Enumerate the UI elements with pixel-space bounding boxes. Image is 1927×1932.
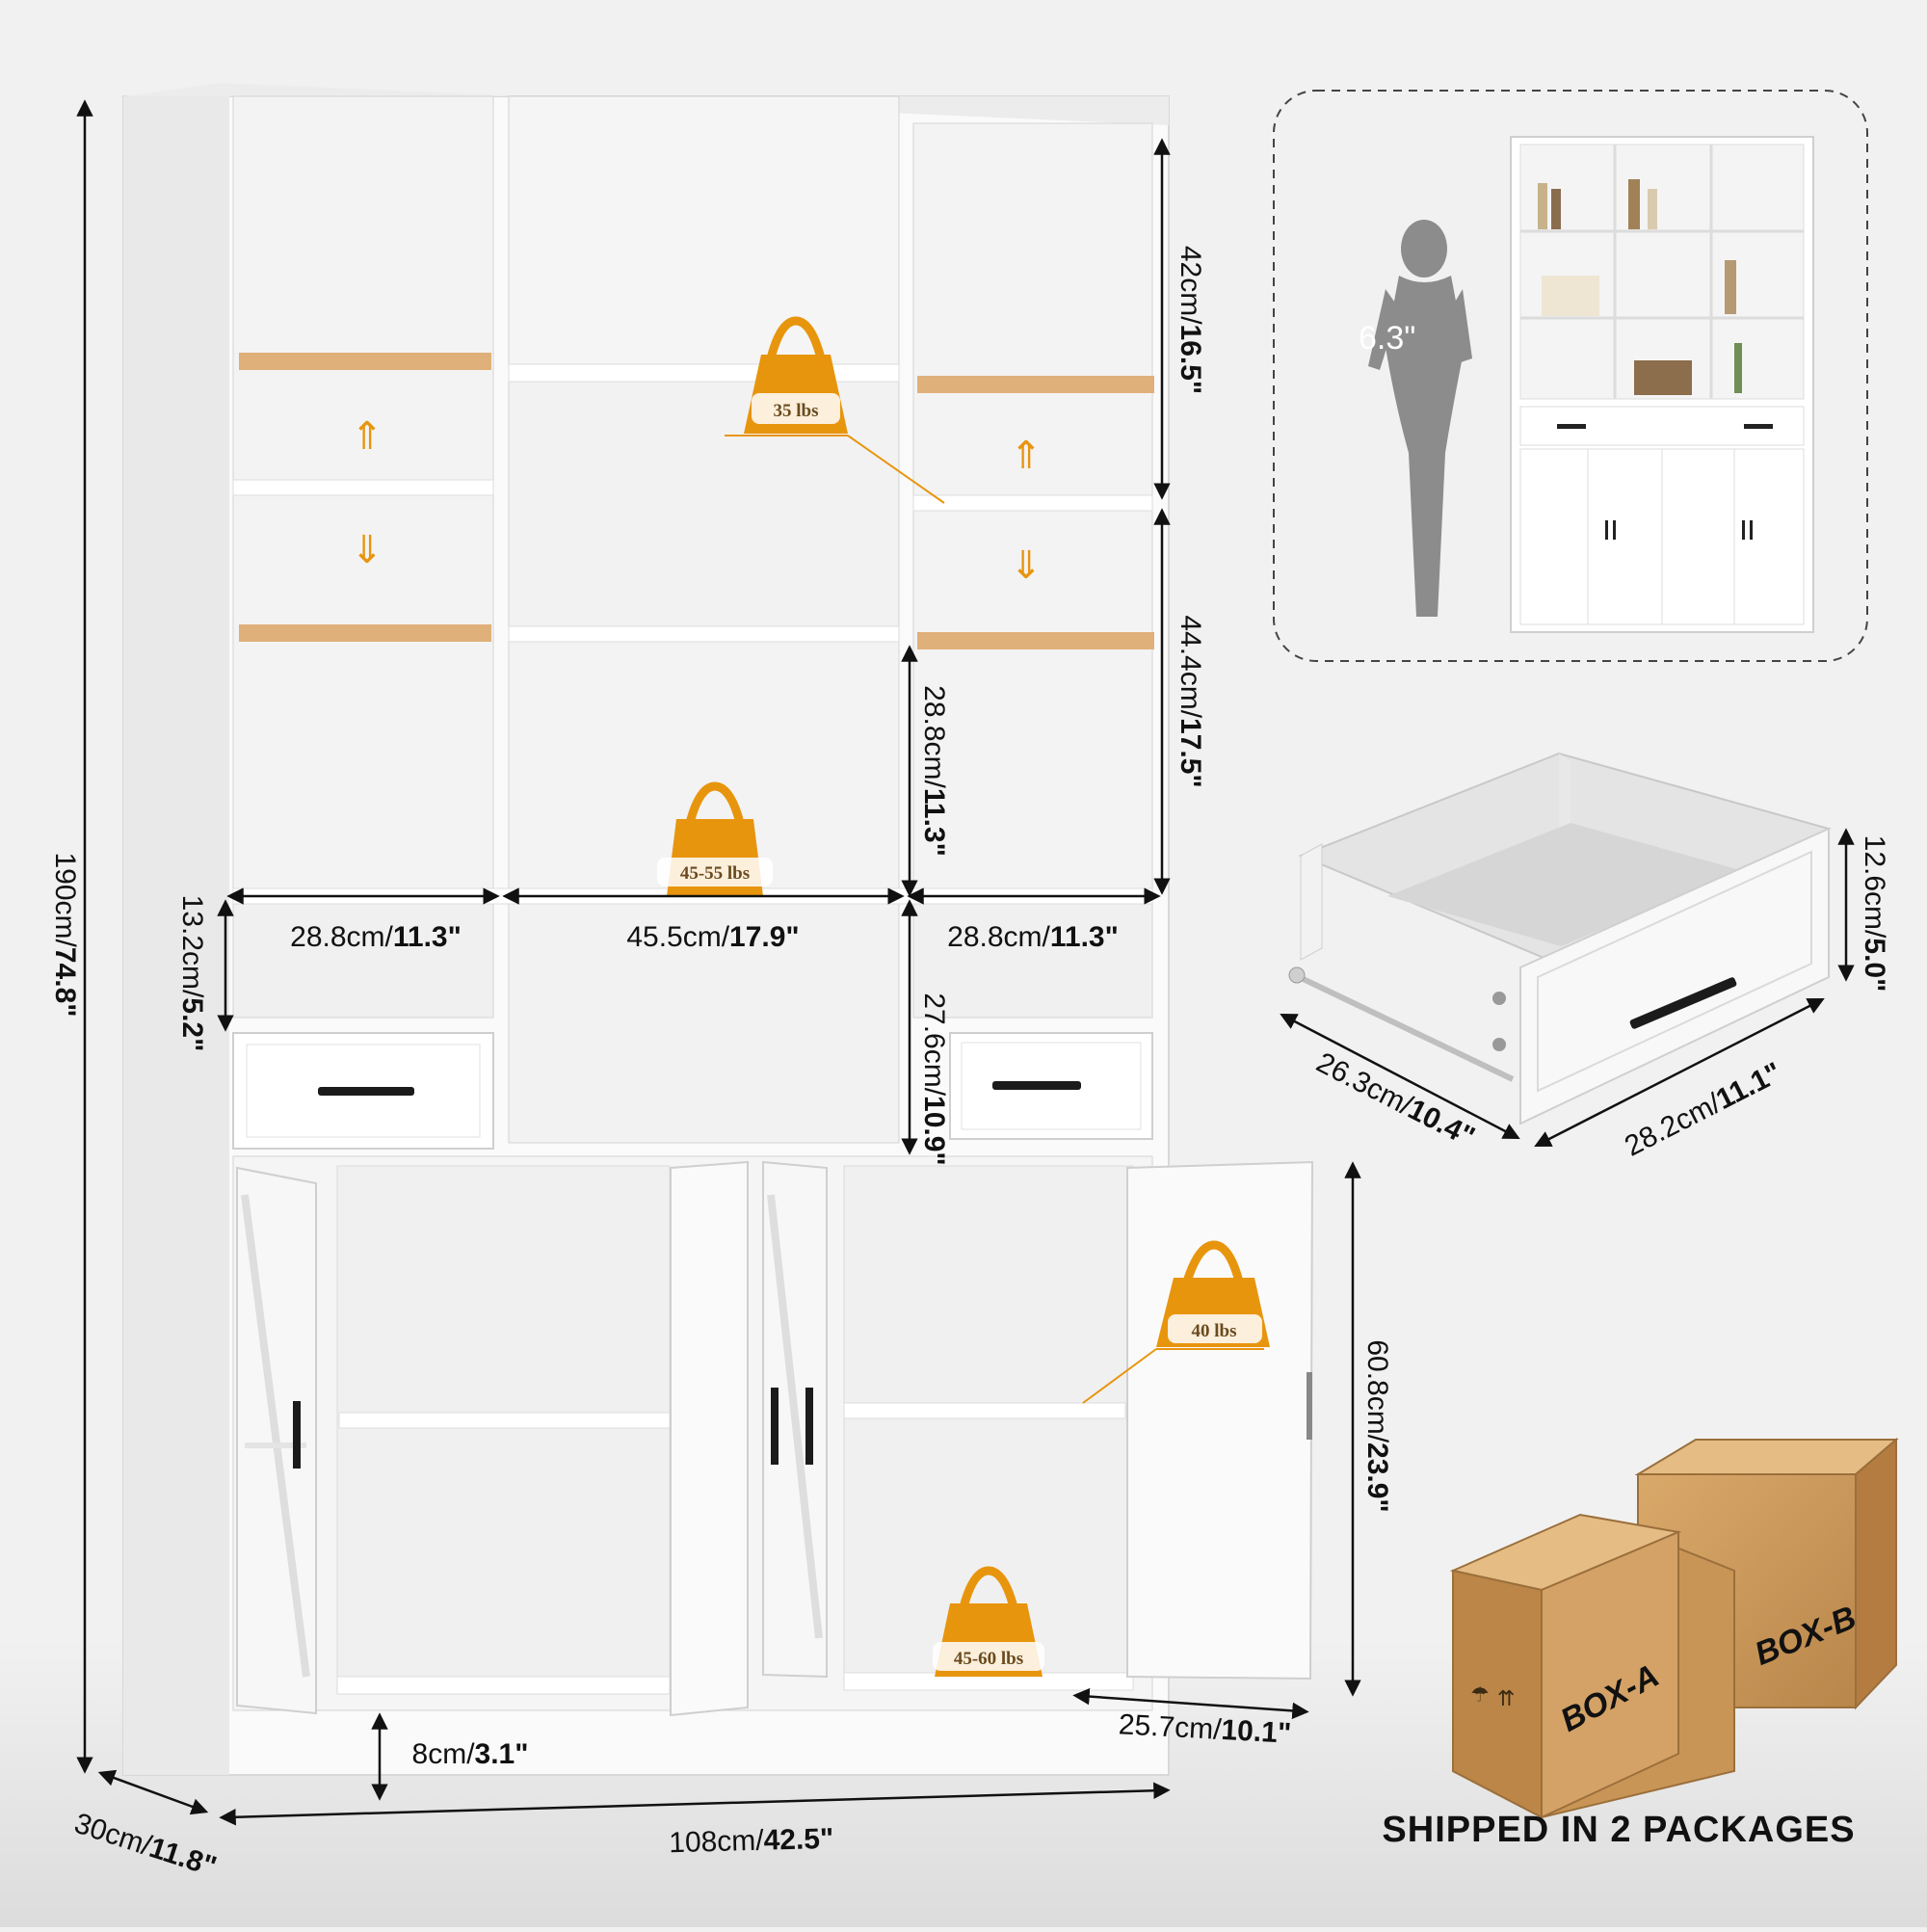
scale-inset xyxy=(1273,90,1868,662)
dimension-lines xyxy=(76,99,1361,1826)
center-width-label: 45.5cm/17.9" xyxy=(626,921,799,953)
weight-badge-cabinet-bottom: 45-60 lbs xyxy=(933,1566,1044,1677)
top-compartment-height-label: 42cm/16.5" xyxy=(1175,246,1206,394)
package-box-a: BOX-A ☂ ⇈ xyxy=(1449,1513,1735,1819)
weight-label-top: 35 lbs xyxy=(774,401,819,421)
left-drawer xyxy=(232,1032,494,1150)
weight-label-cabinet-shelf: 40 lbs xyxy=(1192,1321,1237,1341)
weight-label-mid: 45-55 lbs xyxy=(680,863,750,884)
svg-text:⇓: ⇓ xyxy=(351,528,383,572)
center-low-height-label: 27.6cm/10.9" xyxy=(918,992,950,1165)
weight-badge-top: 35 lbs xyxy=(725,316,945,504)
svg-text:⇑: ⇑ xyxy=(351,414,383,459)
bookcase: ⇑ ⇓ ⇑ ⇓ ⇅ ⇅ xyxy=(122,83,1314,1776)
left-width-label: 28.8cm/11.3" xyxy=(290,921,462,953)
center-mid-height-label: 28.8cm/11.3" xyxy=(918,685,950,857)
cabinet-depth-label: 25.7cm/10.1" xyxy=(1118,1708,1292,1749)
weight-badge-cabinet-shelf: 40 lbs xyxy=(1082,1240,1270,1404)
mid-compartment-height-label: 44.4cm/17.5" xyxy=(1175,615,1206,787)
weight-badge-mid: 45-55 lbs xyxy=(657,781,773,896)
person-silhouette-icon xyxy=(1368,220,1472,617)
small-compartment-height-label: 13.2cm/5.2" xyxy=(176,895,208,1052)
svg-text:⇑: ⇑ xyxy=(1010,434,1043,478)
overall-height-label: 190cm/74.8" xyxy=(49,852,81,1017)
umbrella-icon: ☂ xyxy=(1470,1683,1490,1707)
this-side-up-icon: ⇈ xyxy=(1497,1687,1515,1711)
person-scale-label: 6.3" xyxy=(1359,320,1416,357)
weight-label-cabinet-bottom: 45-60 lbs xyxy=(954,1649,1023,1669)
base-height-label: 8cm/3.1" xyxy=(412,1738,529,1770)
overall-width-label: 108cm/42.5" xyxy=(669,1823,834,1859)
right-drawer xyxy=(949,1032,1153,1140)
drawer-dimension-lines xyxy=(1280,828,1855,1147)
cabinet-height-label: 60.8cm/23.9" xyxy=(1361,1339,1393,1512)
bookcase-preview xyxy=(1510,136,1814,633)
drawer-height-label: 12.6cm/5.0" xyxy=(1859,835,1890,992)
svg-text:⇓: ⇓ xyxy=(1010,543,1043,588)
drawer-width-label: 28.2cm/11.1" xyxy=(1620,1056,1786,1162)
shipped-packages-label: SHIPPED IN 2 PACKAGES xyxy=(1382,1810,1856,1850)
right-width-label: 28.8cm/11.3" xyxy=(947,921,1119,953)
drawer-depth-label: 26.3cm/10.4" xyxy=(1311,1046,1480,1153)
